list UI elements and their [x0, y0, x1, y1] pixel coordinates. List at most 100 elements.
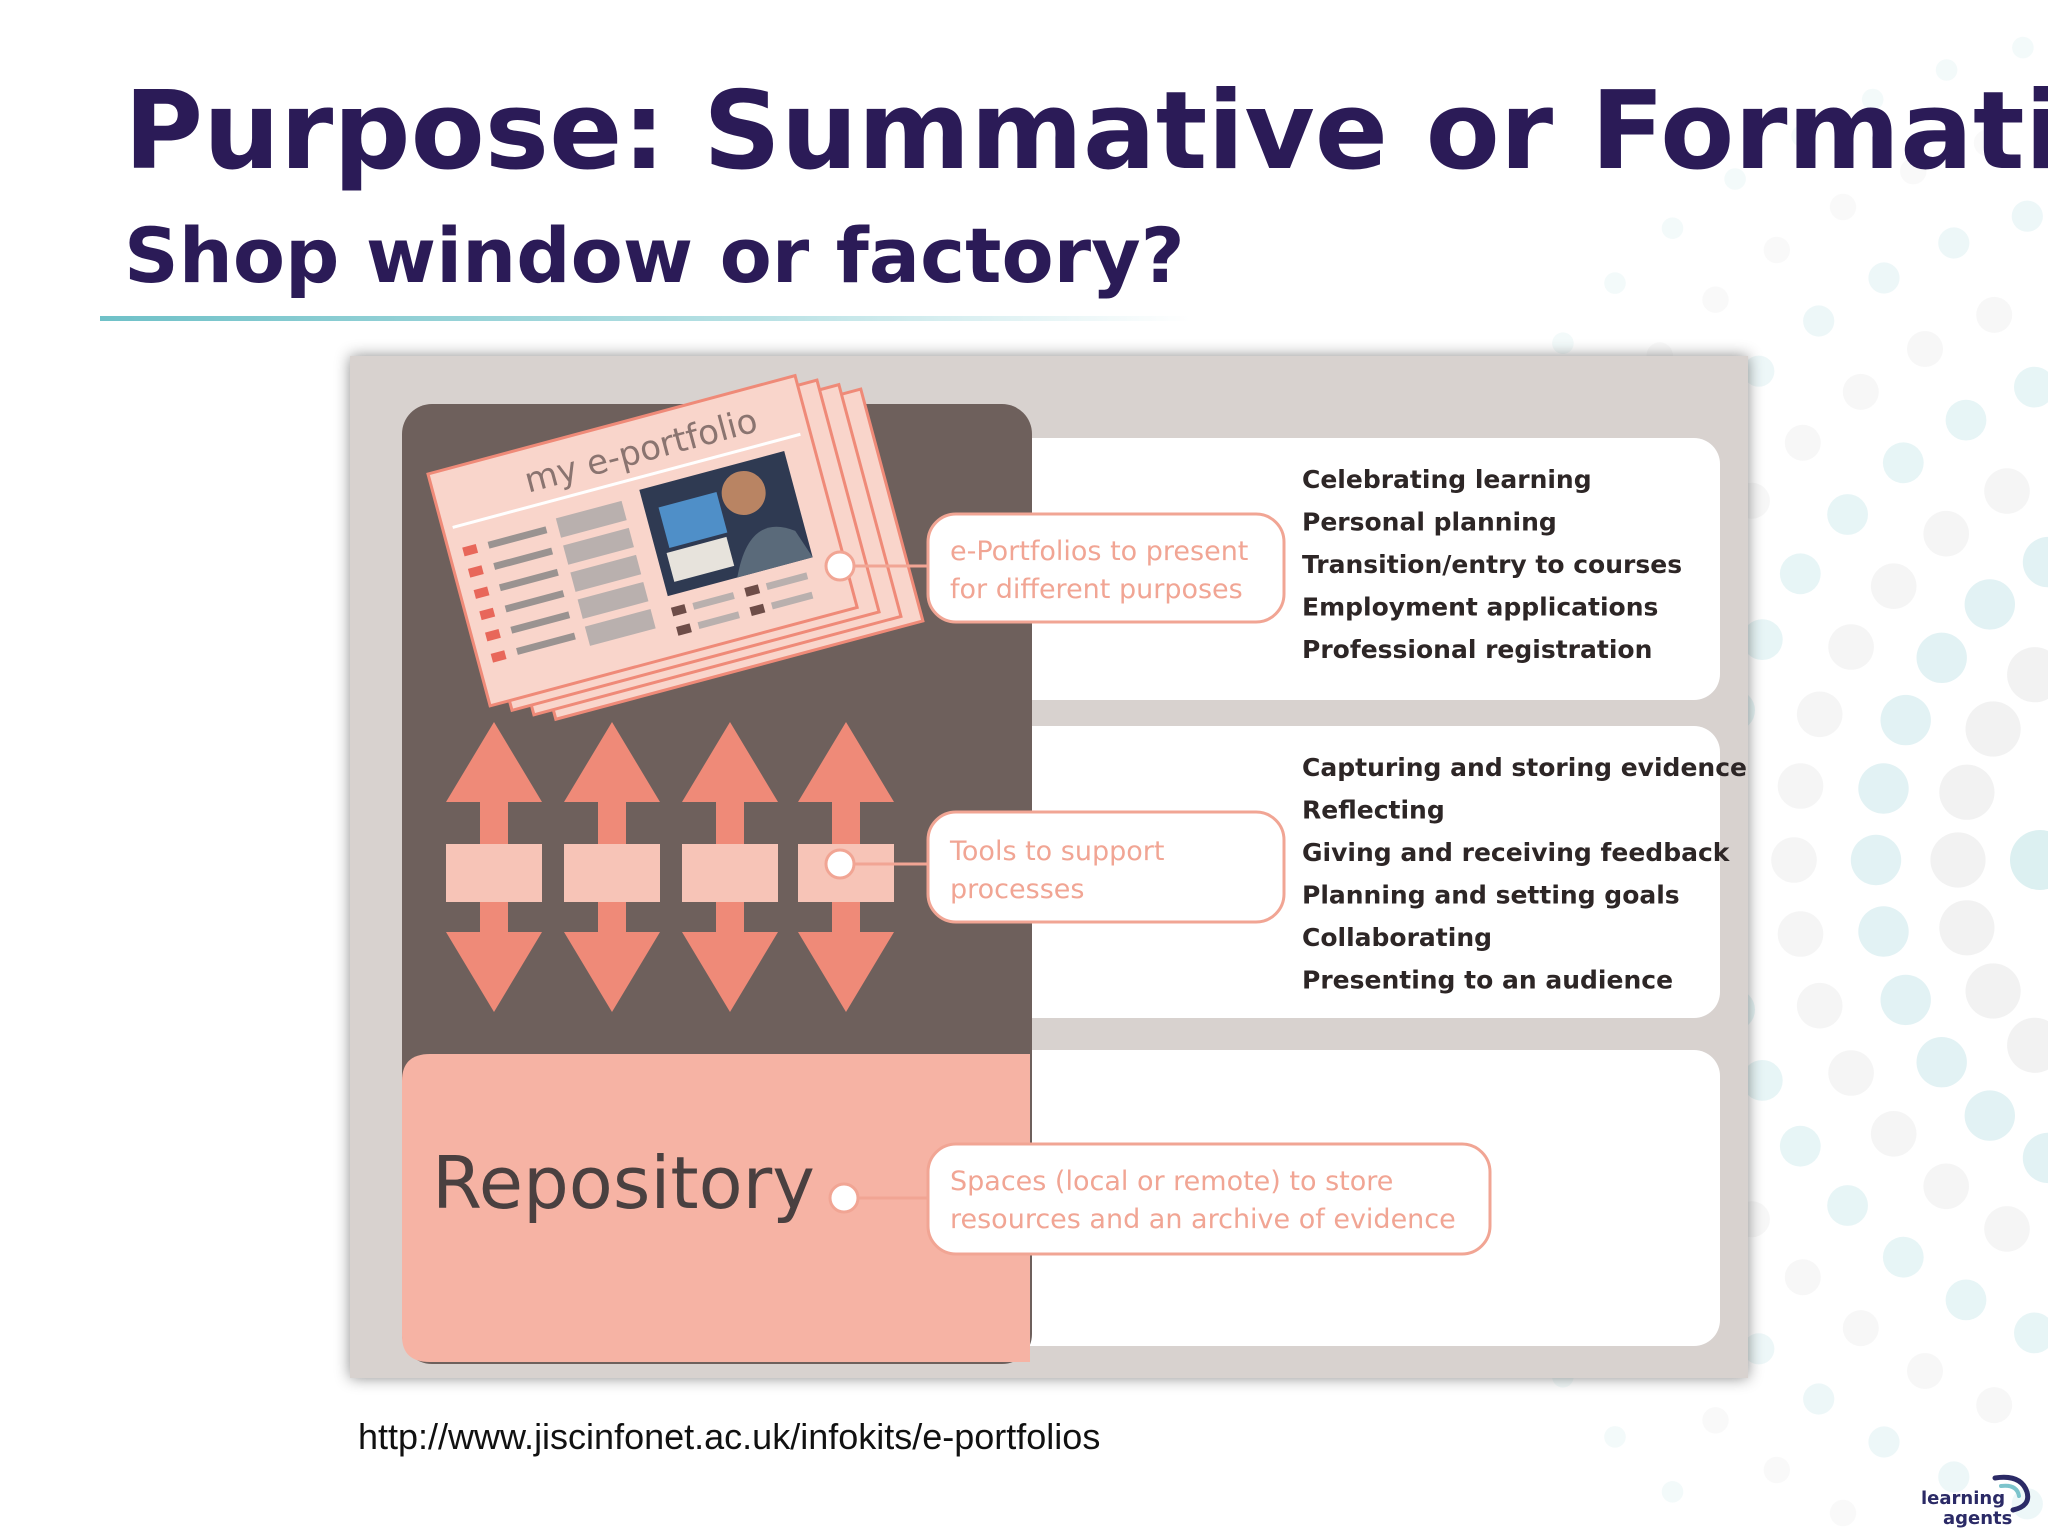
background-dot: [1604, 272, 1626, 294]
background-dot: [1743, 355, 1775, 387]
background-dot: [1930, 832, 1986, 888]
background-dot: [1945, 1279, 1987, 1321]
repository-block: [402, 1054, 1030, 1362]
background-dot: [1880, 694, 1931, 746]
background-dot: [1923, 1163, 1969, 1210]
callout-tools-line1: Tools to support: [949, 836, 1164, 867]
background-dot: [1882, 1236, 1924, 1278]
background-dot: [1827, 494, 1868, 535]
background-dot: [1976, 296, 2013, 333]
layer-list-item: Capturing and storing evidence: [1302, 753, 1747, 782]
tool-block: [564, 844, 660, 902]
background-dot: [1828, 1050, 1874, 1096]
background-dot: [1939, 764, 1995, 820]
background-dot: [1907, 1353, 1943, 1389]
layer-list-item: Transition/entry to courses: [1302, 550, 1682, 579]
background-dot: [1763, 236, 1791, 264]
background-dot: [1984, 1206, 2030, 1252]
background-dot: [1827, 1185, 1868, 1226]
slide-subtitle: Shop window or factory?: [124, 211, 1185, 300]
callout-repository-line2: resources and an archive of evidence: [950, 1204, 1456, 1235]
background-dot: [2014, 1312, 2048, 1354]
background-dot: [1779, 553, 1821, 595]
background-dot: [2022, 536, 2048, 588]
background-dot: [2022, 1132, 2048, 1184]
background-dot: [2011, 200, 2043, 232]
background-dot: [1868, 1426, 1900, 1458]
background-dot: [1870, 563, 1917, 609]
logo-text-line1: learning: [1921, 1488, 2006, 1509]
background-dot: [1964, 1090, 2016, 1141]
layer-list-item: Celebrating learning: [1302, 465, 1592, 494]
background-dot: [1661, 1481, 1684, 1503]
background-dot: [1796, 691, 1843, 738]
layer-list-item: Collaborating: [1302, 923, 1492, 952]
portfolio-stack: my e-portfolio: [426, 373, 925, 722]
background-dot: [1858, 763, 1909, 814]
background-dot: [1923, 510, 1969, 557]
background-dot: [1858, 906, 1909, 957]
background-dot: [1880, 974, 1931, 1026]
callout-box-presentation: [926, 512, 1286, 624]
background-dot: [1965, 701, 2021, 757]
background-dot: [1724, 168, 1746, 190]
callout-repository-line1: Spaces (local or remote) to store: [950, 1166, 1393, 1197]
tool-block: [682, 844, 778, 902]
background-dot: [1964, 579, 2016, 630]
background-dot: [1777, 911, 1824, 957]
background-dot: [1945, 399, 1987, 441]
background-dot: [2010, 830, 2048, 890]
background-dot: [1976, 1387, 2013, 1424]
callout-box-repository: [926, 1142, 1492, 1256]
background-dot: [1771, 837, 1817, 883]
connector-node-tools: [824, 848, 856, 880]
callout-tools-line2: processes: [950, 874, 1084, 905]
background-dot: [1784, 1259, 1821, 1296]
layer-list-item: Giving and receiving feedback: [1302, 838, 1731, 867]
background-dot: [2007, 1017, 2048, 1073]
background-dot: [1850, 834, 1902, 886]
background-dot: [1803, 1383, 1835, 1415]
background-dot: [1842, 373, 1879, 410]
layer-list-item: Personal planning: [1302, 508, 1557, 537]
background-dot: [1907, 331, 1943, 367]
connector-node-presentation: [824, 550, 856, 582]
layer-list-item: Employment applications: [1302, 593, 1658, 622]
background-dot: [1900, 158, 1927, 185]
background-dot: [1779, 1125, 1821, 1167]
slide-title: Purpose: Summative or Formative?: [124, 69, 2048, 194]
background-dot: [1829, 193, 1857, 221]
background-dot: [1935, 59, 1958, 81]
repository-label: Repository: [432, 1141, 815, 1225]
background-dot: [1861, 88, 1884, 111]
tool-block: [446, 844, 542, 902]
background-dot: [1743, 1333, 1775, 1365]
layer-list-item: Reflecting: [1302, 796, 1445, 825]
background-dot: [1938, 1461, 1970, 1493]
background-dot: [1791, 125, 1813, 147]
background-dot: [1984, 468, 2030, 514]
background-dot: [1916, 1037, 1967, 1088]
callout-box-tools: [926, 810, 1286, 924]
background-dot: [1870, 1111, 1917, 1157]
background-dot: [1784, 424, 1821, 461]
background-dot: [1741, 619, 1783, 660]
background-dot: [1938, 227, 1970, 259]
background-dot: [1842, 1310, 1879, 1347]
logo-swirl-icon: [1992, 1474, 2031, 1513]
layer-list-item: Presenting to an audience: [1302, 966, 1673, 995]
background-dot: [1741, 1060, 1783, 1101]
learning-agents-logo: learning agents: [1915, 1474, 2035, 1530]
layer-list-item: Professional registration: [1302, 635, 1652, 664]
callout-presentation-line2: for different purposes: [950, 574, 1243, 605]
logo-text-line2: agents: [1943, 1508, 2013, 1529]
background-dot: [1763, 1456, 1791, 1484]
background-dot: [1661, 217, 1684, 239]
background-dot: [1796, 982, 1843, 1029]
background-dot: [1965, 963, 2021, 1019]
e-portfolio-diagram: Repository my e-portfolio: [350, 356, 1748, 1378]
background-dot: [1702, 286, 1729, 313]
background-dot: [1777, 763, 1824, 809]
background-dot: [1803, 305, 1835, 337]
